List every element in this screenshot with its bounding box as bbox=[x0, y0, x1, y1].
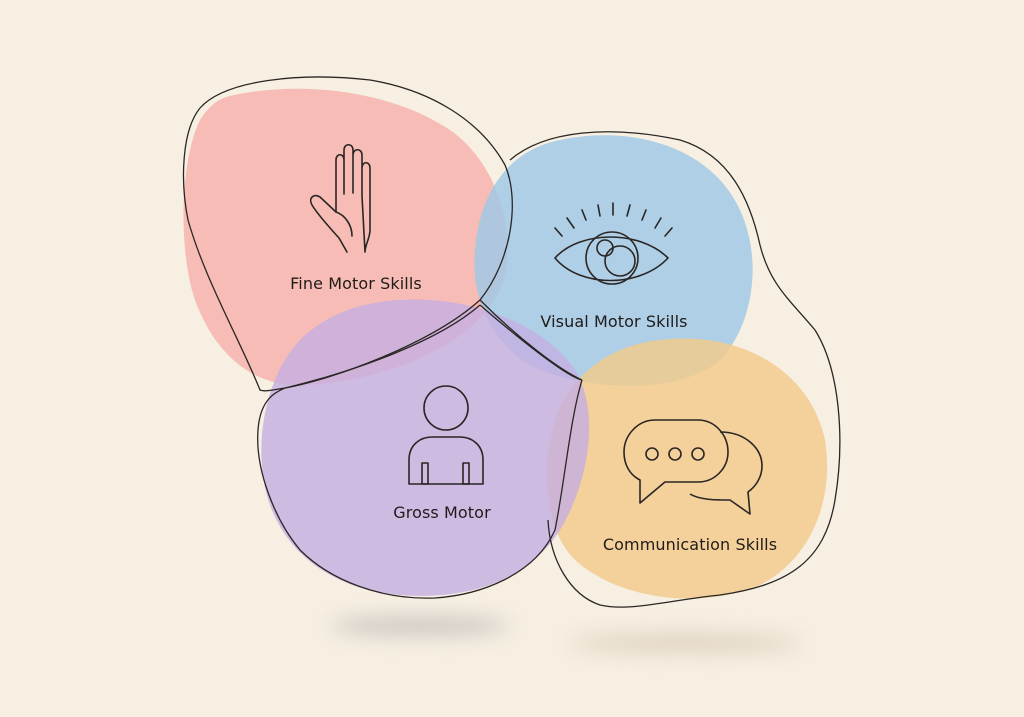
communication-blob bbox=[546, 338, 828, 599]
shadow-right bbox=[570, 635, 800, 651]
fine-motor-label: Fine Motor Skills bbox=[290, 274, 422, 293]
shadow-left bbox=[330, 617, 510, 635]
eye-icon bbox=[553, 202, 673, 285]
hand-icon bbox=[309, 143, 371, 253]
visual-motor-label: Visual Motor Skills bbox=[540, 312, 688, 331]
gross-motor-label: Gross Motor bbox=[393, 503, 491, 522]
divider-line bbox=[284, 304, 481, 389]
speech-bubbles-icon bbox=[623, 419, 763, 515]
person-icon bbox=[408, 385, 484, 485]
gross-motor-blob bbox=[261, 299, 590, 596]
visual-communication-outline bbox=[509, 131, 841, 608]
communication-label: Communication Skills bbox=[602, 535, 778, 554]
gross-motor-outline bbox=[257, 299, 583, 599]
visual-motor-blob bbox=[474, 135, 753, 386]
